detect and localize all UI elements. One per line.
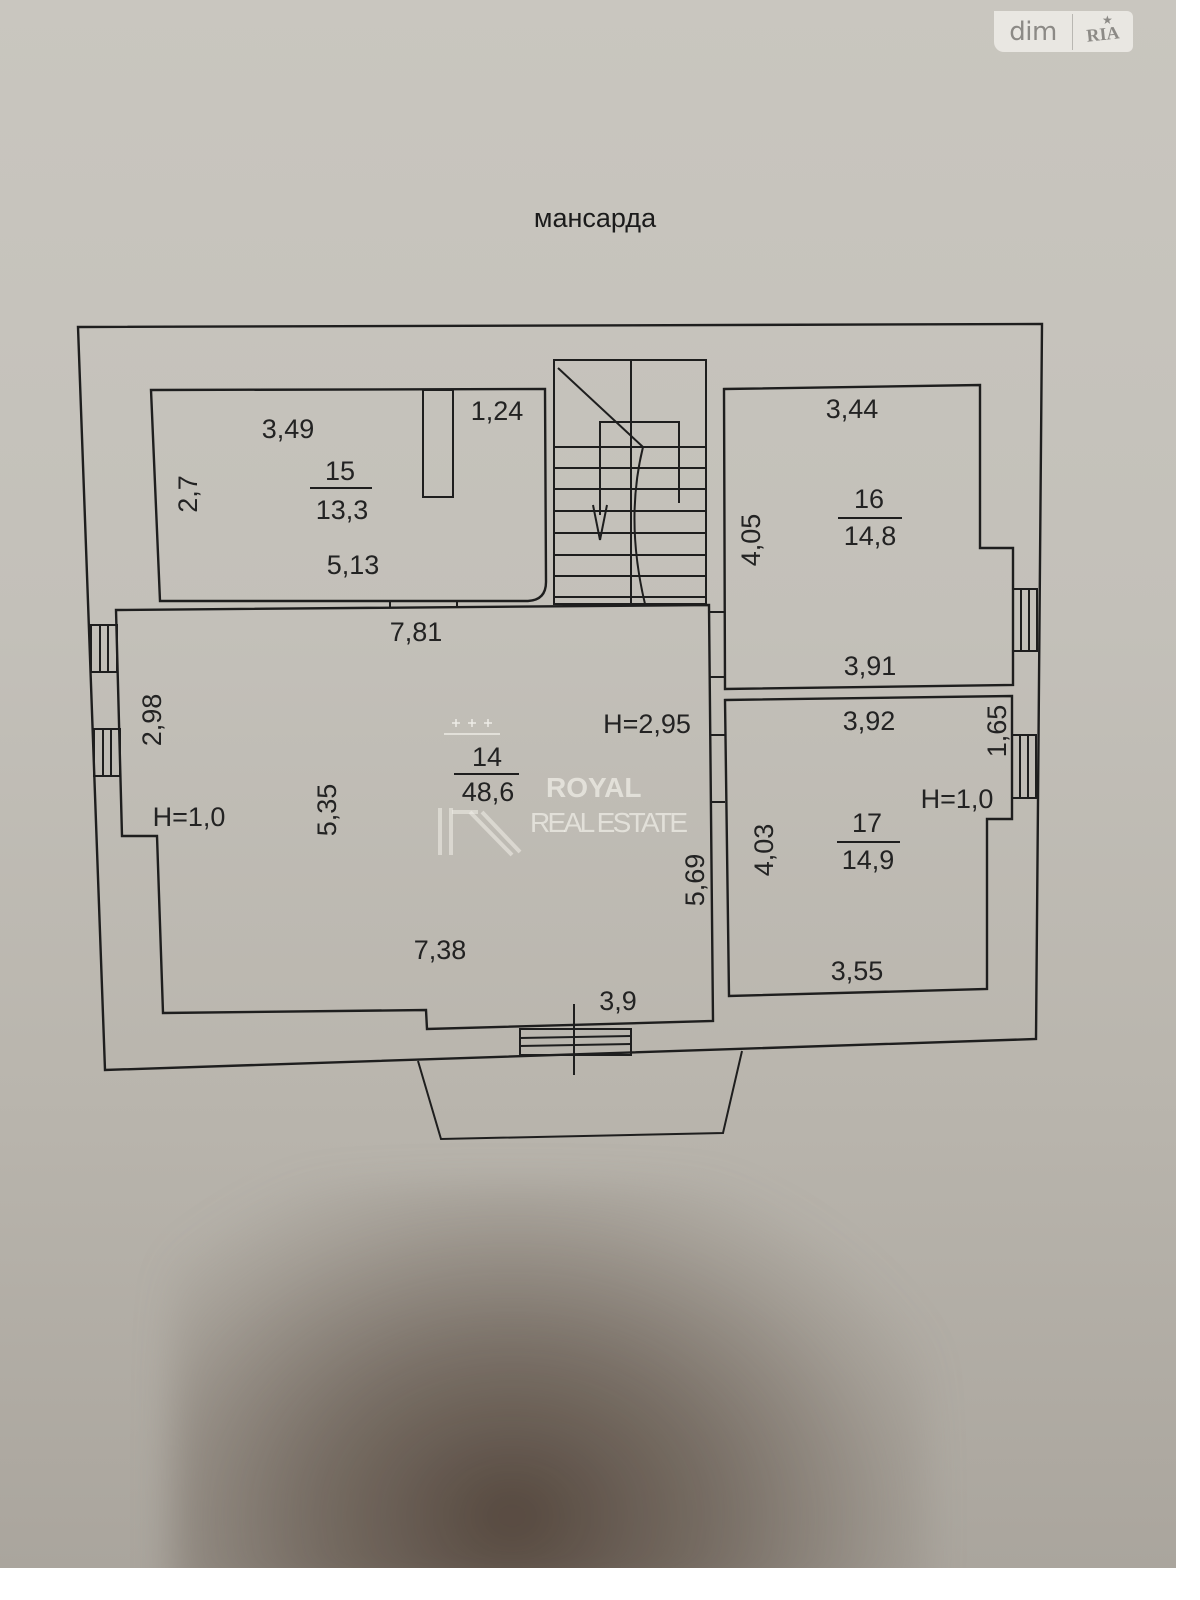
royal-real-estate-watermark: ROYAL REAL ESTATE (438, 719, 688, 857)
room-14-dim-left-upper: 2,98 (137, 694, 167, 747)
logo-divider (1072, 13, 1073, 50)
room-15-dim-top: 3,49 (262, 414, 315, 444)
dim-logo-text: dim (1009, 16, 1057, 47)
outer-wall (76, 322, 1044, 1072)
room-17-height: H=1,0 (921, 784, 994, 814)
room-15-area: 13,3 (316, 495, 369, 525)
hand-shadow (170, 1180, 930, 1568)
watermark-line2: REAL ESTATE (530, 807, 688, 838)
document-photo: мансарда (0, 0, 1176, 1568)
room-15-number: 15 (325, 456, 355, 486)
room-14-low-height: H=1,0 (153, 802, 226, 832)
room-14-dim-inner-left: 5,35 (312, 784, 342, 837)
room-15-dim-left: 2,7 (173, 475, 203, 513)
room-14-dim-right: 5,69 (680, 854, 710, 907)
crown-icon (444, 719, 500, 735)
window-right-lower (1011, 734, 1037, 799)
room-17-dim-bottom: 3,55 (831, 956, 884, 986)
balcony-door (519, 1004, 632, 1075)
chimney (422, 389, 454, 498)
room-14-dim-bottom-right: 3,9 (599, 986, 637, 1016)
window-left-upper (90, 624, 118, 673)
room-17-number: 17 (852, 808, 882, 838)
room-16-outline (722, 383, 1015, 691)
porch-outline (417, 1050, 743, 1141)
room-14-dim-bottom: 7,38 (414, 935, 467, 965)
staircase (553, 359, 707, 605)
room-14-outline (114, 603, 715, 1031)
room-15-dim-bottom: 5,13 (327, 550, 380, 580)
dim-ria-logo: dim RIA (994, 11, 1133, 52)
floor-plan: мансарда (76, 203, 1044, 1141)
room-14-area: 48,6 (462, 777, 515, 807)
r-monogram-icon (438, 808, 522, 857)
room-14-number: 14 (472, 742, 502, 772)
room-17-dim-right: 1,65 (982, 705, 1012, 758)
room-15-dim-top-right: 1,24 (471, 396, 524, 426)
window-right-upper (1012, 588, 1038, 652)
room-14-height: H=2,95 (603, 709, 691, 739)
room-16-dim-left: 4,05 (736, 514, 766, 567)
window-left-lower (93, 728, 121, 777)
star-icon: ★ (1102, 13, 1113, 27)
room-17-area: 14,9 (842, 845, 895, 875)
room-15-outline (149, 387, 548, 603)
room-16-area: 14,8 (844, 521, 897, 551)
room-14-dim-top: 7,81 (390, 617, 443, 647)
room-16-dim-top: 3,44 (826, 394, 879, 424)
room-17-dim-left: 4,03 (749, 824, 779, 877)
room-17-dim-top: 3,92 (843, 706, 896, 736)
room-16-number: 16 (854, 484, 884, 514)
room-17-outline (723, 694, 1014, 998)
watermark-line1: ROYAL (546, 772, 641, 803)
room-16-dim-bottom: 3,91 (844, 651, 897, 681)
plan-title: мансарда (534, 203, 657, 233)
